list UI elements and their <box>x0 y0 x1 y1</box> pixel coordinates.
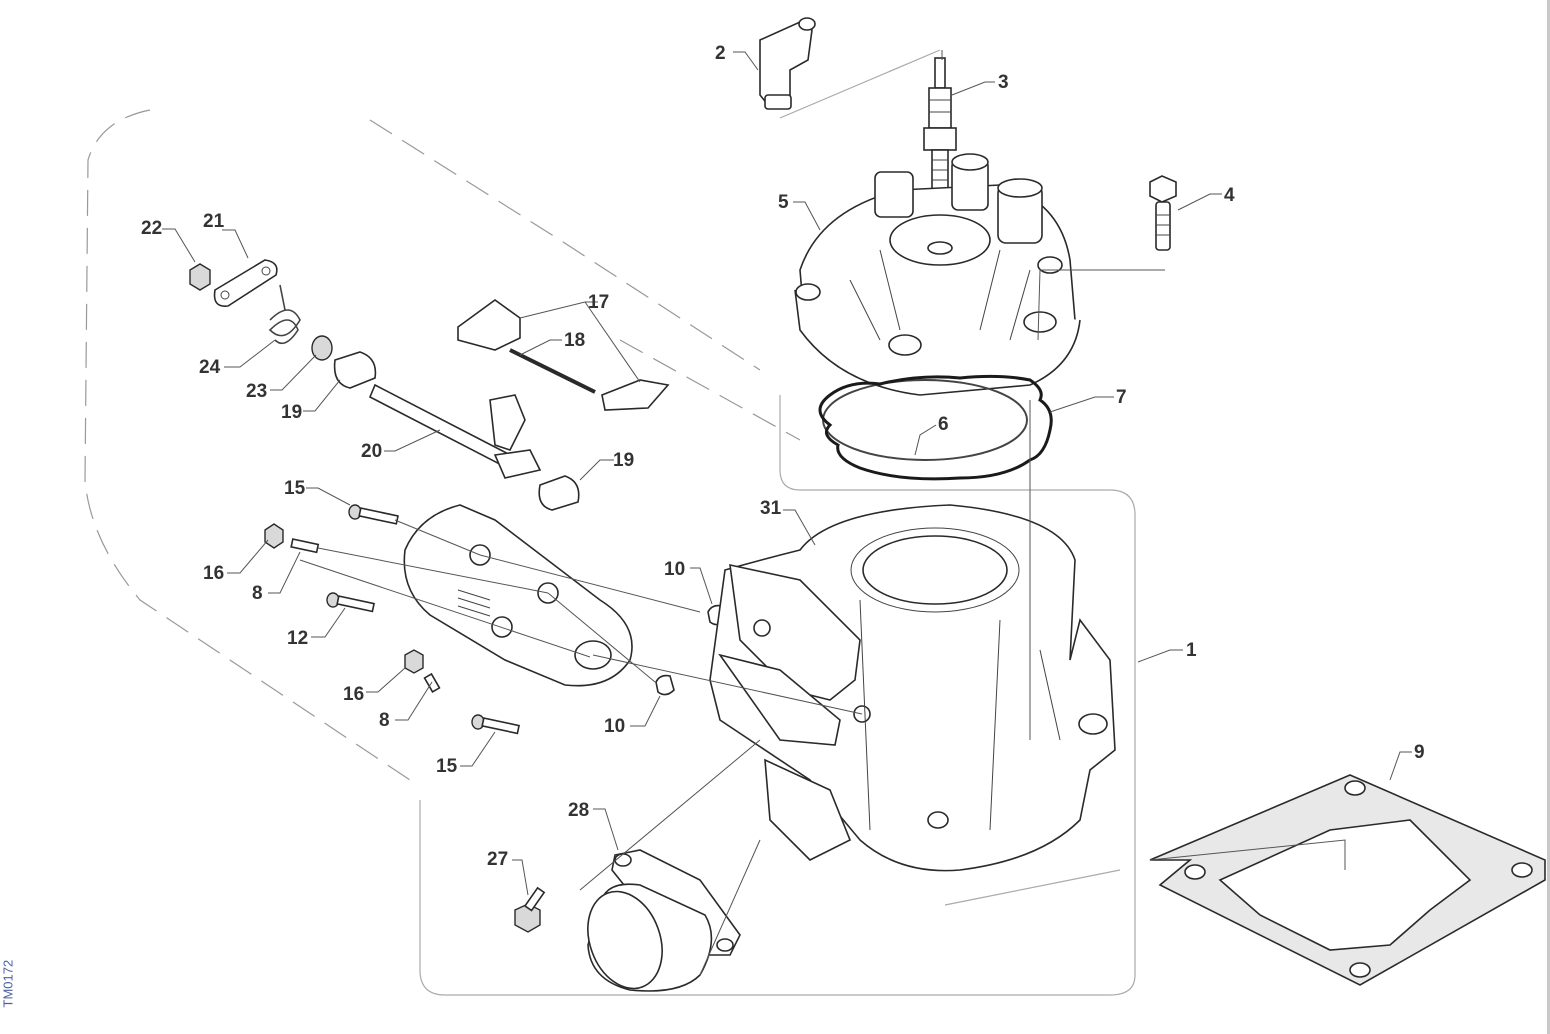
dowel-10-bottom <box>655 674 675 696</box>
callout-9: 9 <box>1414 742 1425 763</box>
nut-16-bottom <box>404 649 424 674</box>
base-gasket <box>1149 774 1546 986</box>
valve-housing-cover <box>403 504 633 687</box>
callout-16-bottom: 16 <box>343 684 364 705</box>
callout-15-bottom: 15 <box>436 756 458 777</box>
callout-17: 17 <box>588 292 609 313</box>
callout-21: 21 <box>203 211 225 232</box>
spark-plug-cap <box>759 17 816 110</box>
bushing-19-bottom <box>538 475 580 511</box>
callout-10-top: 10 <box>664 559 685 580</box>
head-gasket <box>818 374 1053 481</box>
callout-2: 2 <box>715 43 726 64</box>
callout-20: 20 <box>361 441 382 462</box>
callout-labels: 1 2 3 4 5 6 7 8 8 9 10 10 12 15 15 16 16… <box>141 43 1425 870</box>
bolt-27 <box>514 886 546 933</box>
group-frame-cylinder <box>419 395 1136 996</box>
torsion-spring <box>268 284 301 345</box>
valve-lever <box>213 259 278 307</box>
callout-3: 3 <box>998 72 1009 93</box>
valve-pin <box>509 348 596 394</box>
screw-15-top <box>348 504 399 525</box>
bushing-19-top <box>333 351 377 389</box>
callout-15-top: 15 <box>284 478 306 499</box>
callout-8-bottom: 8 <box>379 710 390 731</box>
callout-6: 6 <box>938 414 949 435</box>
callout-18: 18 <box>564 330 585 351</box>
screw-15-bottom <box>471 714 520 735</box>
callout-7: 7 <box>1116 387 1127 408</box>
frame-line-top <box>779 49 941 119</box>
cylinder <box>709 504 1116 872</box>
callout-10-bottom: 10 <box>604 716 625 737</box>
valve-shaft <box>368 383 542 479</box>
callout-28: 28 <box>568 800 589 821</box>
leader-lines <box>162 50 1412 976</box>
callout-19-top: 19 <box>281 402 302 423</box>
head-bolt <box>1149 175 1177 251</box>
callout-8-top: 8 <box>252 583 263 604</box>
stud-8-top <box>290 538 320 554</box>
right-border <box>1547 0 1550 1034</box>
intake-flange <box>587 849 741 992</box>
callout-31: 31 <box>760 498 782 519</box>
spark-plug <box>923 57 957 191</box>
callout-19-bottom: 19 <box>613 450 634 471</box>
screw-12 <box>326 592 375 613</box>
callout-5: 5 <box>778 192 789 213</box>
callout-1: 1 <box>1186 640 1197 661</box>
exhaust-valve-plates <box>457 299 670 411</box>
callout-23: 23 <box>246 381 267 402</box>
callout-16-top: 16 <box>203 563 224 584</box>
callout-4: 4 <box>1224 185 1235 206</box>
frame-line-bottom <box>944 869 1121 906</box>
callout-22: 22 <box>141 218 162 239</box>
group-outline-dashed <box>84 109 801 781</box>
nut-22 <box>189 263 211 291</box>
callout-12: 12 <box>287 628 308 649</box>
cylinder-head <box>794 153 1081 396</box>
nut-16-top <box>264 523 284 549</box>
callout-24: 24 <box>199 357 221 378</box>
washer-23 <box>311 335 333 361</box>
callout-27: 27 <box>487 849 508 870</box>
